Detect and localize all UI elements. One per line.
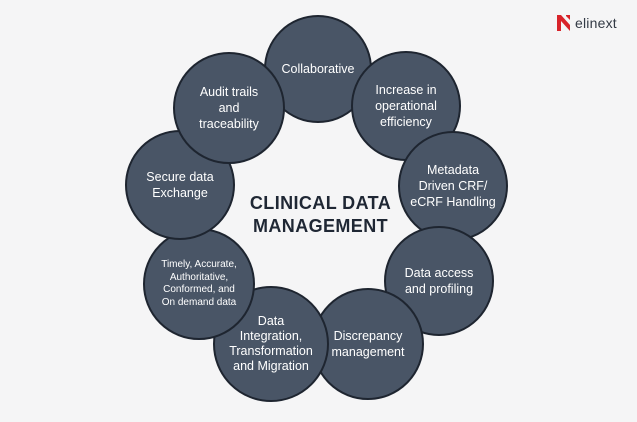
center-title-line2: MANAGEMENT (253, 216, 388, 236)
node-label: Data Integration, Transformation and Mig… (229, 314, 313, 373)
node-label: Timely, Accurate, Authoritative, Conform… (161, 259, 237, 308)
node-label: Metadata Driven CRF/ eCRF Handling (410, 163, 496, 209)
node-label: Collaborative (281, 62, 355, 76)
node-data-access-profiling: Data access and profiling (384, 226, 494, 336)
center-title: CLINICAL DATA MANAGEMENT (218, 192, 423, 238)
node-label: Increase in operational efficiency (375, 83, 437, 129)
node-audit-trails: Audit trails and traceability (173, 52, 285, 164)
elinext-logo-icon (557, 15, 570, 31)
node-label: Data access and profiling (404, 266, 474, 296)
center-title-line1: CLINICAL DATA (249, 193, 392, 213)
logo: elinext (556, 14, 617, 32)
logo-text: elinext (575, 15, 617, 31)
node-label: Discrepancy management (331, 329, 405, 359)
node-label: Secure data Exchange (146, 170, 214, 200)
node-metadata-driven-crf: Metadata Driven CRF/ eCRF Handling (398, 131, 508, 241)
node-discrepancy-management: Discrepancy management (312, 288, 424, 400)
node-label: Audit trails and traceability (199, 85, 259, 131)
node-secure-data-exchange: Secure data Exchange (125, 130, 235, 240)
node-timely-accurate-data: Timely, Accurate, Authoritative, Conform… (143, 228, 255, 340)
